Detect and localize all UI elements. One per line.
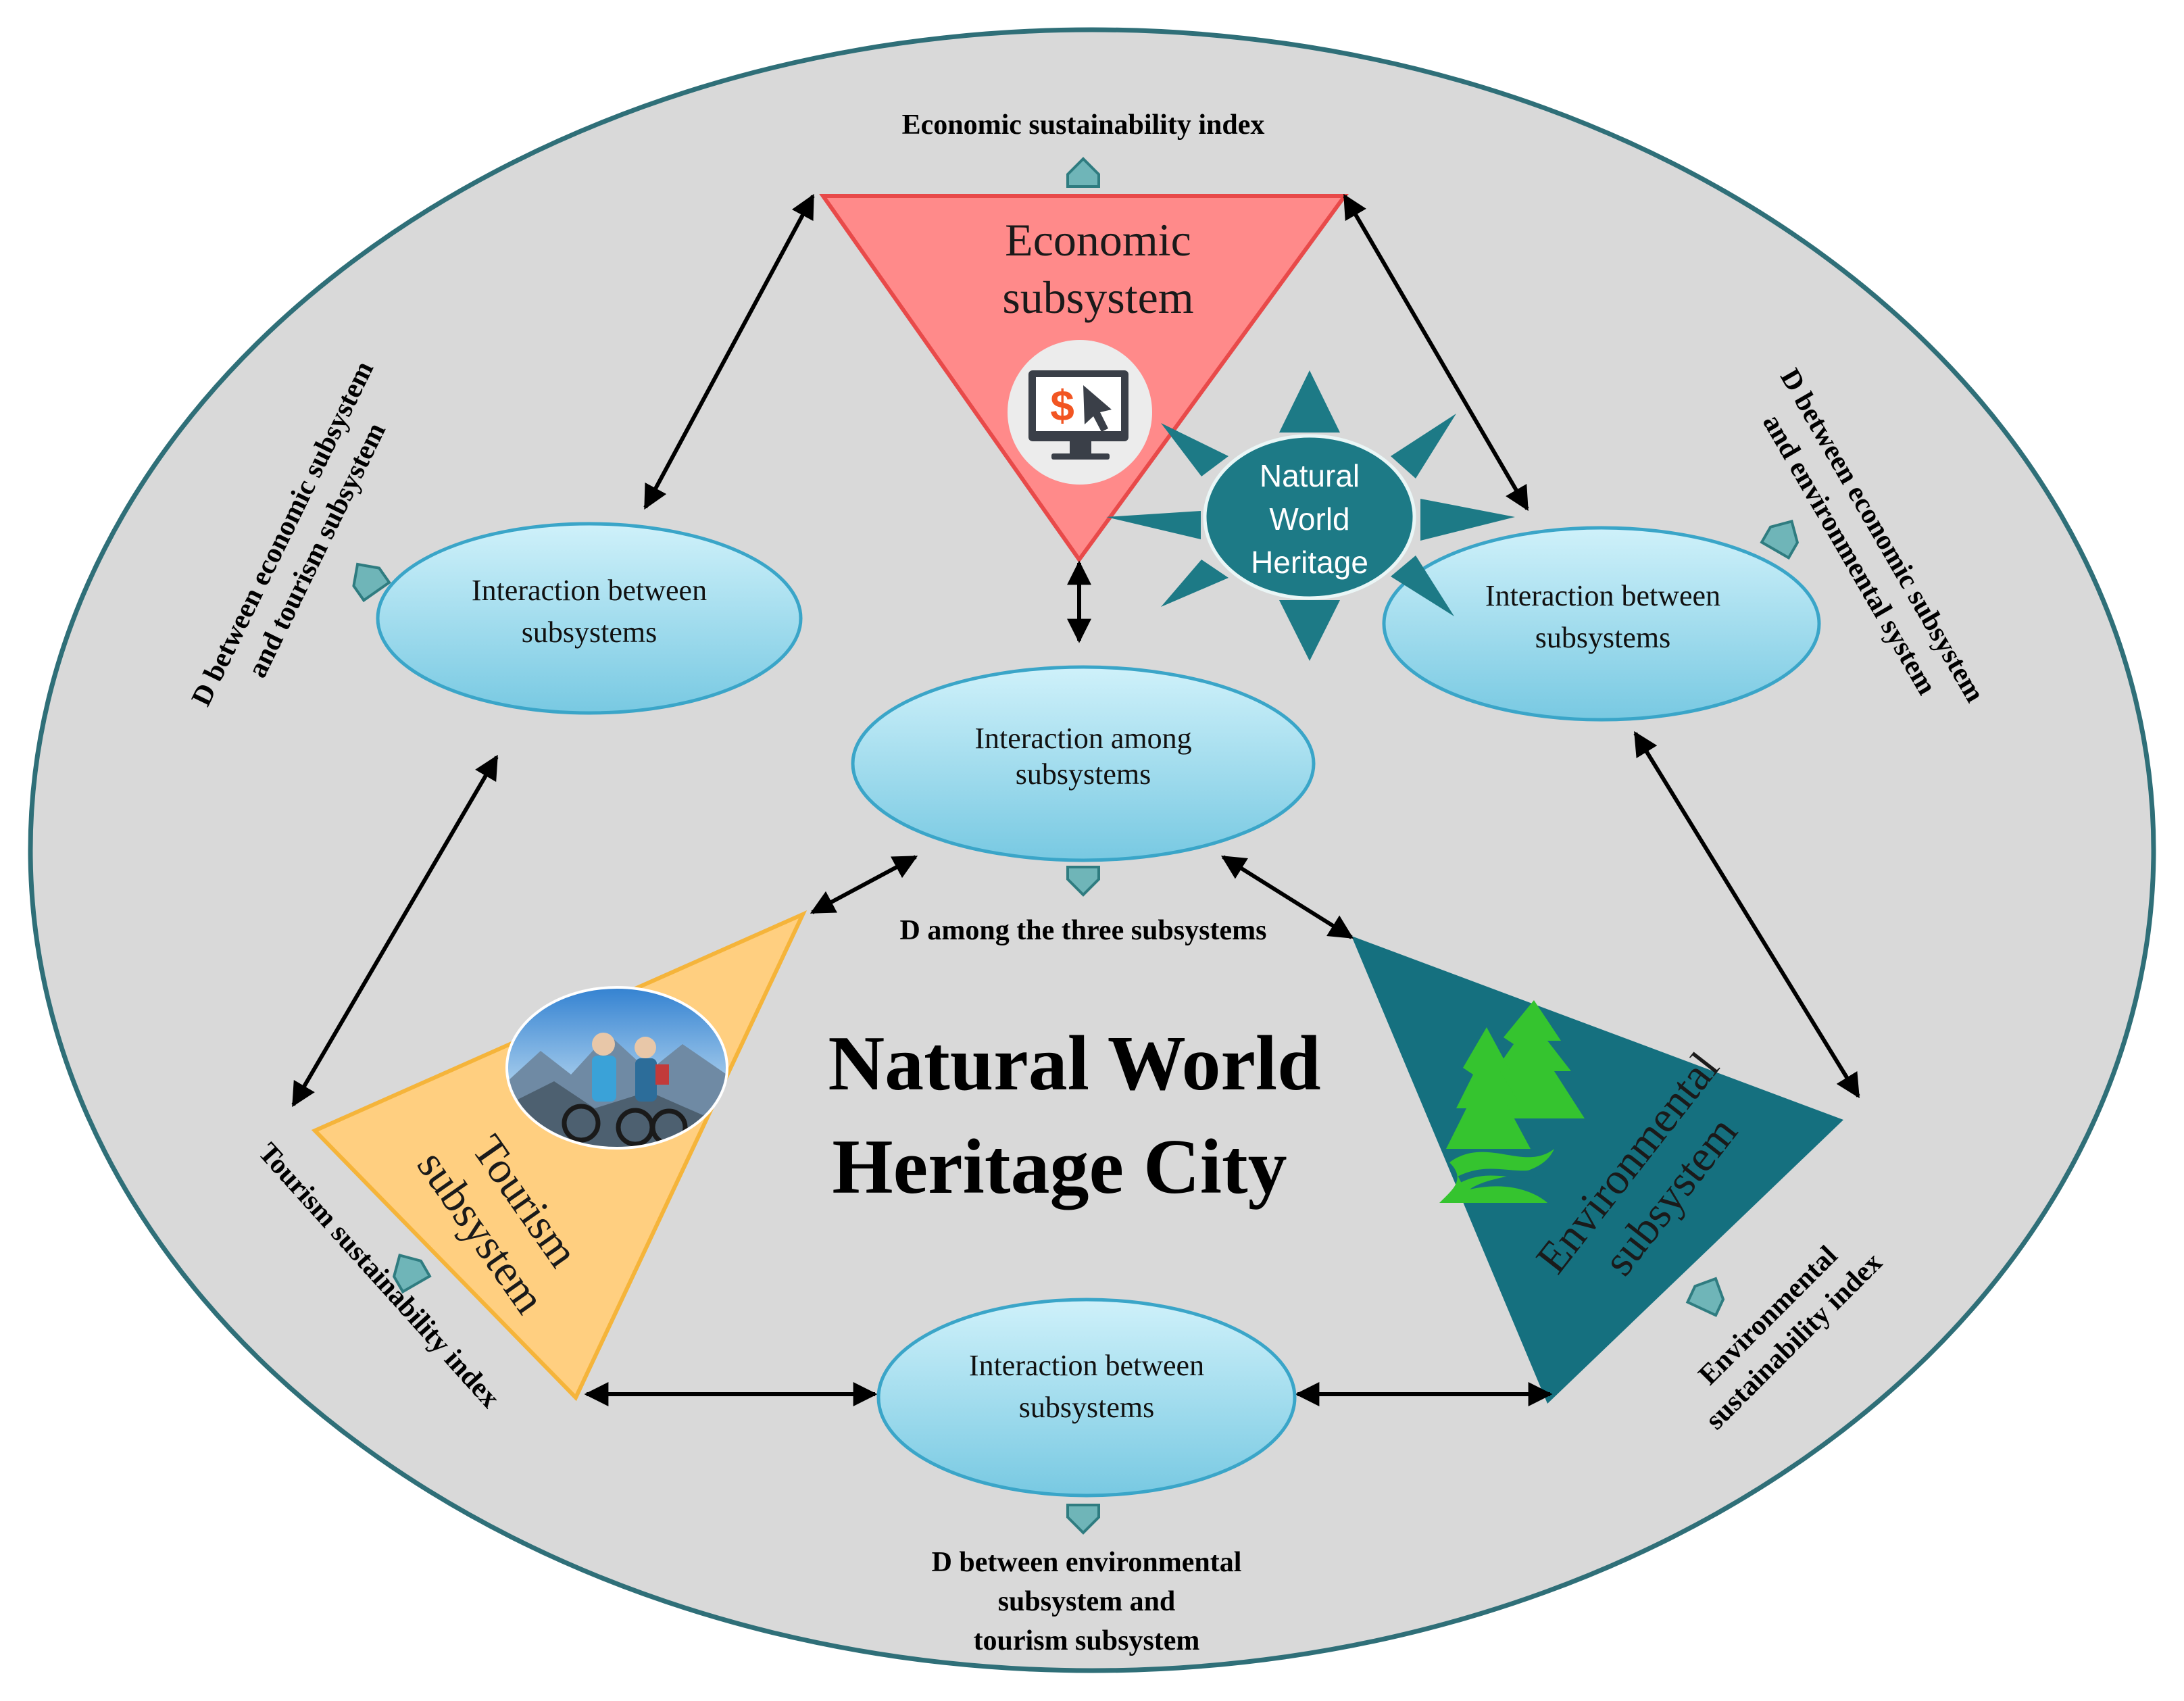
pentagon-marker-icon — [1066, 157, 1100, 188]
heritage-label-line3: Heritage — [1251, 545, 1368, 580]
mountain-bikers-photo — [505, 986, 728, 1150]
pentagon-marker-icon — [1066, 866, 1100, 897]
city-title-line2: Heritage City — [832, 1124, 1287, 1210]
pentagon-marker-icon — [1760, 519, 1800, 560]
computer-dollar-cursor-icon: $ — [1008, 340, 1152, 485]
pentagon-marker-icon — [1066, 1504, 1100, 1535]
interaction-label-line2: subsystems — [522, 616, 657, 649]
ellipse-env-tourism: Interaction between subsystems — [876, 1298, 1297, 1498]
pentagon-marker-icon — [352, 562, 391, 603]
d-env-tourism-line3: tourism subsystem — [974, 1625, 1200, 1656]
interaction-label-line2: subsystems — [1019, 1391, 1154, 1424]
sun-burst-icon — [1106, 370, 1515, 661]
ellipse-econ-tourism: Interaction between subsystems — [376, 522, 803, 715]
heritage-label-line1: Natural — [1260, 458, 1360, 493]
heritage-label-line2: World — [1269, 501, 1349, 537]
economic-subsystem-line1: Economic — [1005, 214, 1191, 266]
interaction-among-line2: subsystems — [1016, 758, 1151, 791]
d-among-label: D among the three subsystems — [900, 915, 1267, 946]
index-markers — [352, 157, 1800, 1535]
d-env-tourism-line2: subsystem and — [998, 1586, 1176, 1617]
interaction-label-line1: Interaction between — [472, 574, 707, 607]
interaction-label-line2: subsystems — [1535, 621, 1670, 654]
city-title-line1: Natural World — [828, 1020, 1320, 1107]
pentagon-marker-icon — [1685, 1277, 1725, 1317]
d-env-tourism-line1: D between environmental — [932, 1547, 1242, 1578]
interaction-arrows — [291, 193, 1860, 1406]
ellipse-econ-env: Interaction between subsystems — [1382, 526, 1821, 722]
economic-index-label: Economic sustainability index — [902, 109, 1265, 141]
interaction-label-line1: Interaction between — [969, 1349, 1204, 1382]
interaction-label-line1: Interaction between — [1485, 579, 1720, 612]
pentagon-marker-icon — [392, 1253, 432, 1294]
ellipse-among: Interaction among subsystems — [851, 665, 1316, 862]
economic-subsystem-line2: subsystem — [1002, 272, 1193, 323]
interaction-among-line1: Interaction among — [974, 722, 1191, 755]
forest-river-icon — [1439, 1000, 1585, 1203]
svg-text:$: $ — [1050, 381, 1074, 430]
